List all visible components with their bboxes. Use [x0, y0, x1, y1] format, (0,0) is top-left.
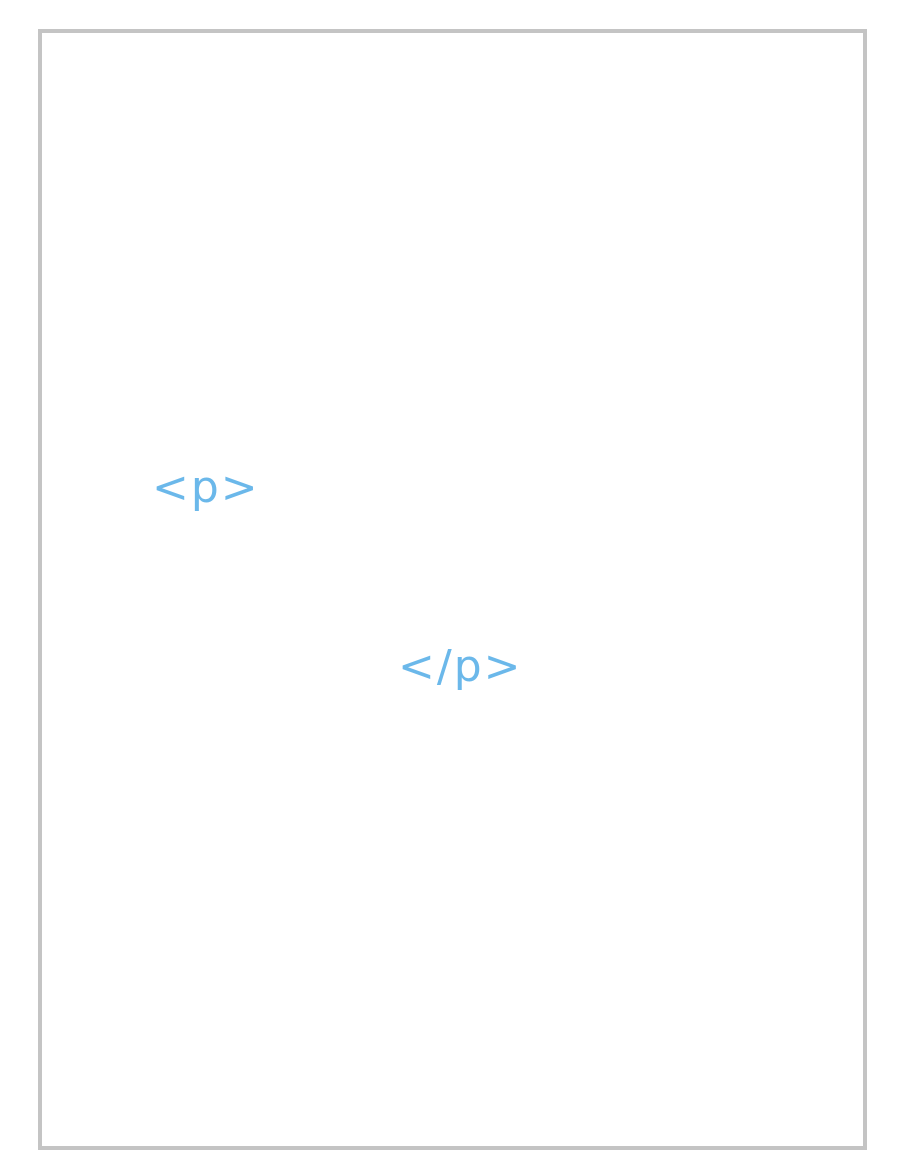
- page-frame: <p> </p>: [38, 29, 867, 1150]
- open-paragraph-tag: <p>: [152, 462, 260, 513]
- close-paragraph-tag: </p>: [398, 641, 523, 692]
